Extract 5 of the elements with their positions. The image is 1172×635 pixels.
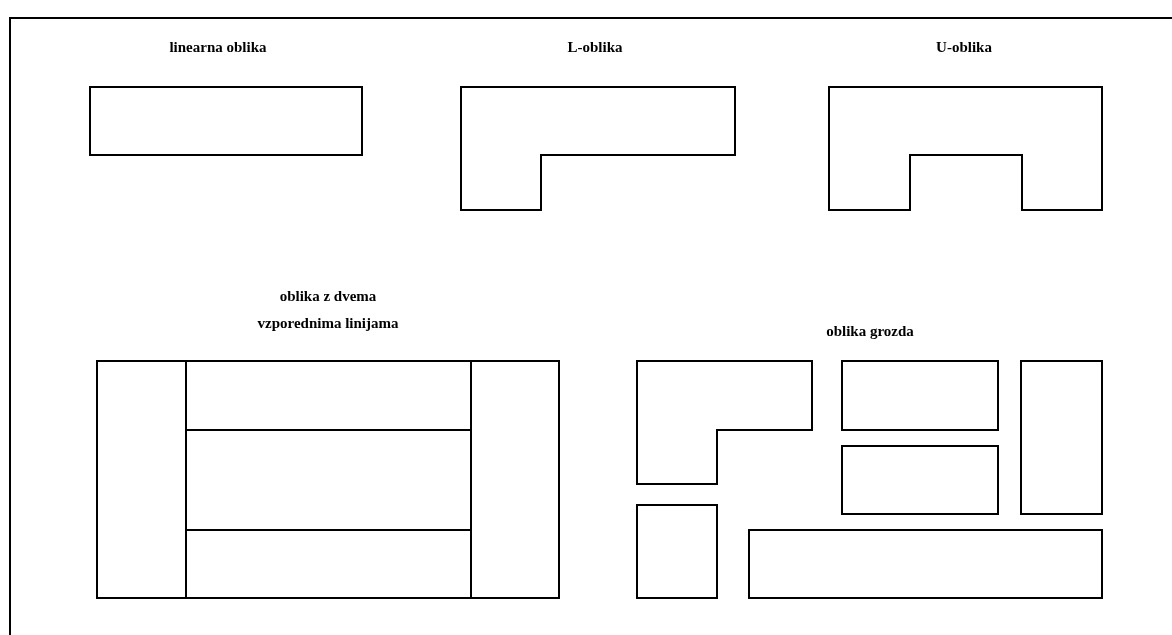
shape-caption: oblika grozda (825, 322, 915, 341)
shape-caption: L-oblika (566, 38, 624, 57)
shape-caption: linearna oblika (168, 38, 268, 57)
shape-caption: oblika z dvema vzporednima linijama (256, 287, 400, 333)
shape-caption: U-oblika (935, 38, 993, 57)
